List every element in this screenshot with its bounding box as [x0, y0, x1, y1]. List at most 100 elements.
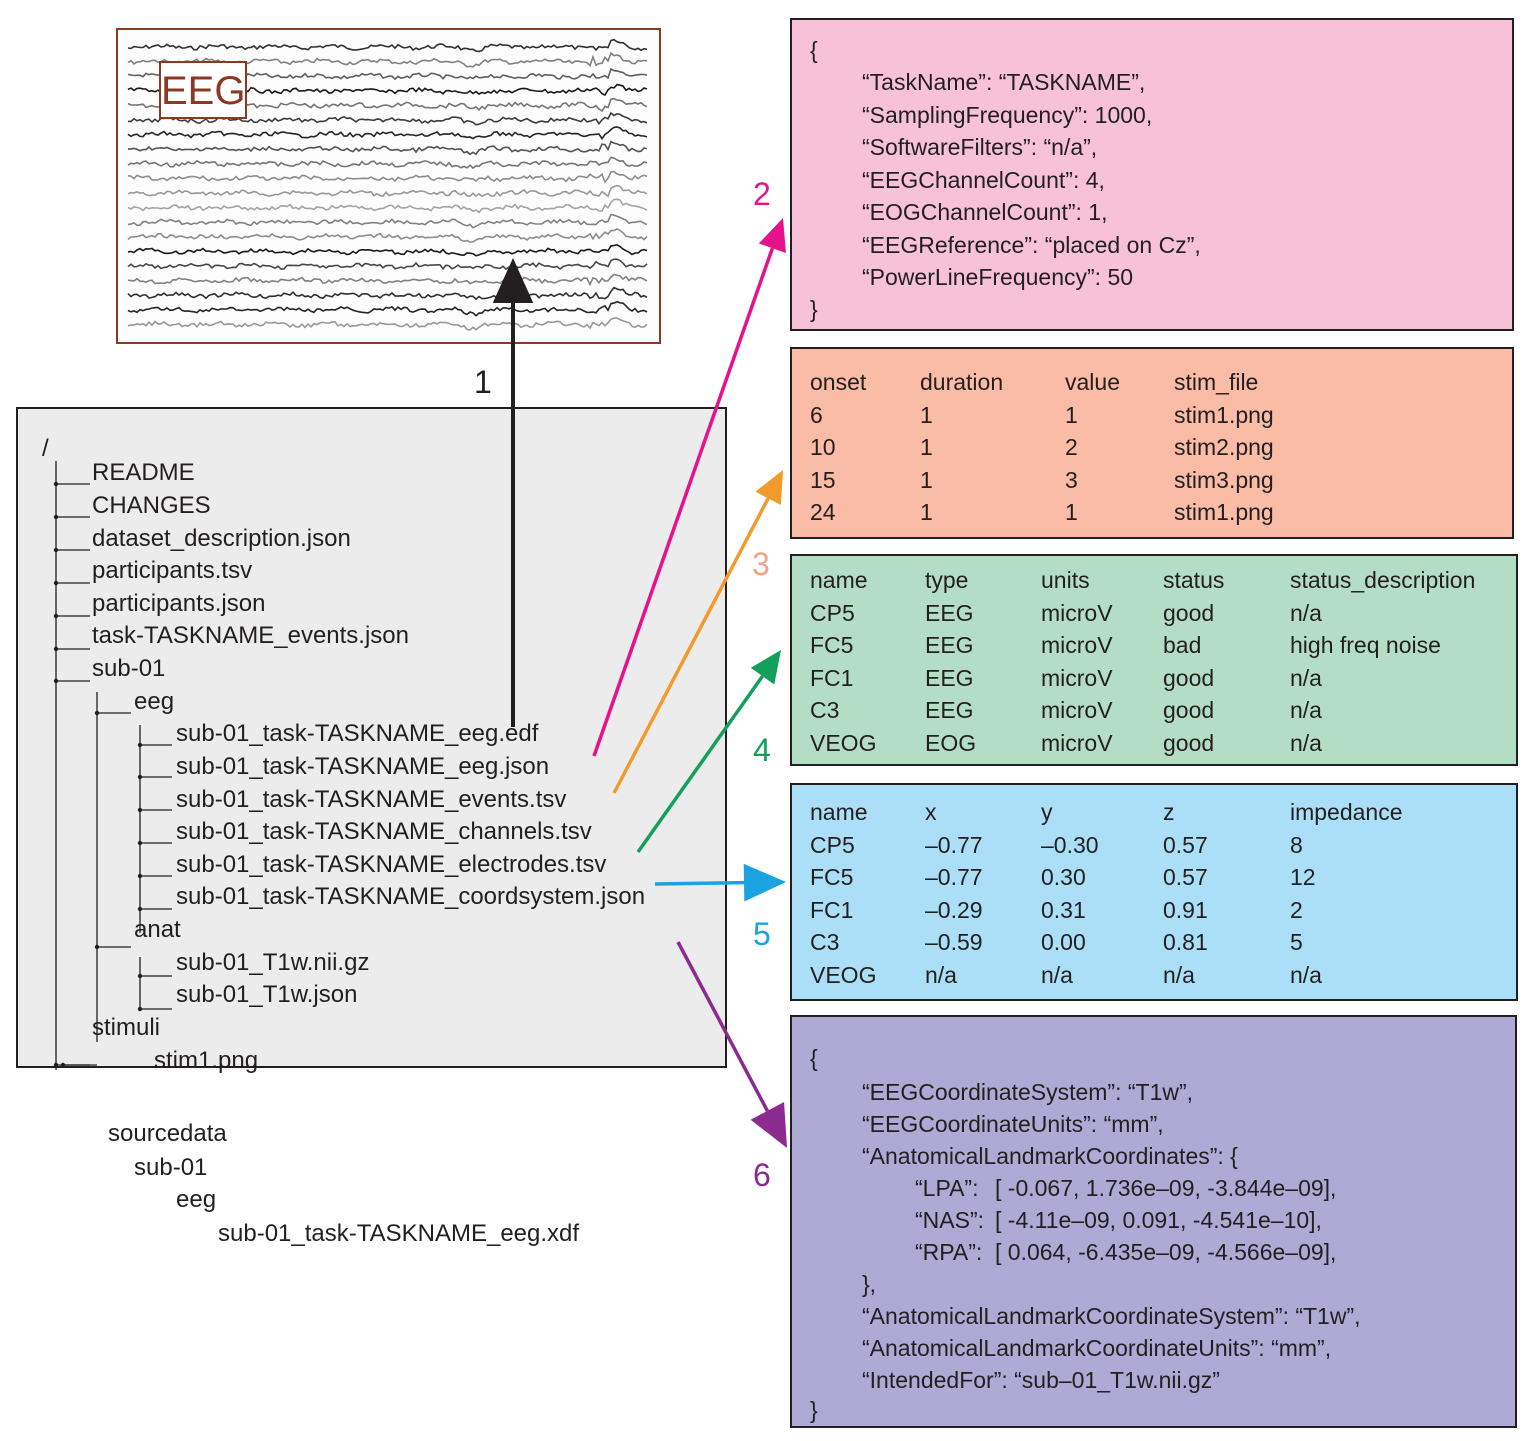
- table-row: 6 1 1 stim1.png: [810, 399, 1274, 432]
- json-open-brace: {: [810, 37, 818, 63]
- arrow-label-2: 2: [753, 176, 771, 212]
- table-row: VEOG EOG microV good n/a: [810, 727, 1475, 760]
- tree-root: /: [42, 435, 49, 462]
- json-line: “IntendedFor”: “sub–01_T1w.nii.gz”: [862, 1367, 1220, 1393]
- table-row: CP5 EEG microV good n/a: [810, 597, 1475, 630]
- table-cell: 3: [1065, 466, 1078, 493]
- table-cell: 0.30: [1041, 864, 1086, 890]
- tree-item: task-TASKNAME_events.json: [92, 622, 410, 649]
- table-cell: FC1: [810, 896, 854, 923]
- table-row: C3 EEG microV good n/a: [810, 694, 1475, 727]
- table-row: VEOG n/a n/a n/a n/a: [810, 959, 1403, 992]
- table-cell: EOG: [925, 729, 977, 756]
- column-header: value: [1065, 369, 1120, 395]
- table-cell: microV: [1041, 599, 1113, 626]
- table-cell: 12: [1290, 864, 1316, 890]
- tree-node-dot: [53, 481, 59, 487]
- table-cell: 1: [920, 401, 933, 428]
- tree-node-dot: [137, 906, 143, 912]
- table-row: CP5 –0.77 –0.30 0.57 8: [810, 829, 1403, 862]
- tree-node-dot: [137, 973, 143, 979]
- eeg-channel-trace: [127, 286, 648, 301]
- column-header: name: [810, 567, 868, 593]
- eeg-channel-trace: [127, 126, 648, 141]
- table-cell: EEG: [925, 599, 974, 626]
- tree-node-dot: [137, 742, 143, 748]
- eeg-channel-trace: [127, 300, 648, 317]
- tree-item: eeg: [134, 688, 175, 715]
- electrodes-tsv-box: name x y z impedance CP5 –0.77 –0.30 0.5…: [790, 783, 1518, 1001]
- table-cell: good: [1163, 664, 1215, 691]
- eeg-channel-trace: [127, 184, 648, 198]
- column-header: status: [1163, 567, 1225, 593]
- eeg-channel-trace: [127, 258, 648, 271]
- tree-item: stimuli: [92, 1014, 161, 1041]
- json-line: “AnatomicalLandmarkCoordinates”: {: [862, 1143, 1238, 1169]
- table-header-row: name type units status status_descriptio…: [810, 564, 1475, 597]
- table-cell: 15: [810, 466, 836, 493]
- table-cell: 1: [1065, 499, 1078, 525]
- tree-item: README: [92, 459, 195, 486]
- tree-item: participants.tsv: [92, 557, 253, 584]
- json-line: “EOGChannelCount”: 1,: [862, 199, 1108, 225]
- table-cell: FC5: [810, 864, 854, 890]
- eeg-channel-trace: [127, 38, 648, 53]
- eeg-channel-trace: [128, 111, 648, 126]
- arrow-3-events-head: [755, 470, 783, 506]
- tree-item: sub-01_task-TASKNAME_channels.tsv: [176, 818, 592, 845]
- column-header: stim_file: [1174, 369, 1259, 395]
- table-cell: 0.57: [1163, 864, 1208, 890]
- table-cell: n/a: [1041, 961, 1073, 988]
- json-line: “EEGCoordinateSystem”: “T1w”,: [862, 1079, 1194, 1105]
- table-cell: n/a: [1290, 729, 1322, 756]
- tree-item: eeg: [176, 1186, 217, 1213]
- tree-node-dot: [137, 774, 143, 780]
- table-cell: 6: [810, 401, 823, 428]
- channels-table: name type units status status_descriptio…: [810, 564, 1475, 759]
- table-cell: FC5: [810, 632, 854, 658]
- table-cell: 0.00: [1041, 929, 1086, 955]
- table-cell: microV: [1041, 697, 1113, 723]
- landmark-value: [ -4.11e–09, 0.091, -4.541e–10],: [995, 1207, 1322, 1233]
- landmark-value: [ -0.067, 1.736e–09, -3.844e–09],: [995, 1175, 1337, 1201]
- column-header: units: [1041, 567, 1090, 593]
- eeg-channel-trace: [127, 170, 648, 184]
- channels-tsv-box: name type units status status_descriptio…: [790, 554, 1518, 766]
- column-header: y: [1041, 799, 1053, 825]
- table-cell: CP5: [810, 831, 855, 858]
- table-cell: 8: [1290, 831, 1303, 858]
- table-cell: 1: [920, 466, 933, 493]
- tree-item: sub-01_T1w.json: [176, 981, 358, 1008]
- table-cell: microV: [1041, 729, 1113, 756]
- eeg-json-box: { “TaskName”: “TASKNAME”, “SamplingFrequ…: [790, 18, 1514, 331]
- tree-item: sub-01_task-TASKNAME_eeg.json: [176, 753, 550, 780]
- tree-node-dot: [53, 547, 59, 553]
- table-cell: –0.59: [925, 929, 983, 955]
- table-row: FC1 EEG microV good n/a: [810, 662, 1475, 695]
- json-line: “EEGChannelCount”: 4,: [862, 167, 1105, 193]
- table-cell: stim1.png: [1174, 499, 1274, 525]
- eeg-channel-trace: [127, 198, 648, 214]
- tree-node-dot: [94, 710, 100, 716]
- coordsystem-json-box: { “EEGCoordinateSystem”: “T1w”, “EEGCoor…: [790, 1015, 1517, 1428]
- table-cell: good: [1163, 729, 1215, 756]
- table-cell: microV: [1041, 664, 1113, 691]
- table-header-row: name x y z impedance: [810, 796, 1403, 829]
- arrow-label-1: 1: [474, 364, 492, 400]
- column-header: onset: [810, 369, 867, 395]
- table-cell: 2: [1065, 434, 1078, 460]
- table-cell: 1: [1065, 401, 1078, 428]
- table-cell: 1: [920, 434, 933, 460]
- table-cell: stim1.png: [1174, 401, 1274, 428]
- column-header: duration: [920, 369, 1004, 395]
- json-line: “EEGCoordinateUnits”: “mm”,: [862, 1111, 1164, 1137]
- eeg-signal-panel: EEG: [116, 28, 661, 344]
- json-line: “AnatomicalLandmarkCoordinateSystem”: “T…: [862, 1303, 1361, 1329]
- table-cell: 24: [810, 499, 836, 525]
- json-line: “PowerLineFrequency”: 50: [862, 264, 1134, 290]
- table-cell: n/a: [1290, 664, 1322, 691]
- json-line: “SamplingFrequency”: 1000,: [862, 102, 1153, 128]
- table-cell: n/a: [1163, 961, 1195, 988]
- column-header: impedance: [1290, 799, 1403, 825]
- table-cell: 1: [920, 499, 933, 525]
